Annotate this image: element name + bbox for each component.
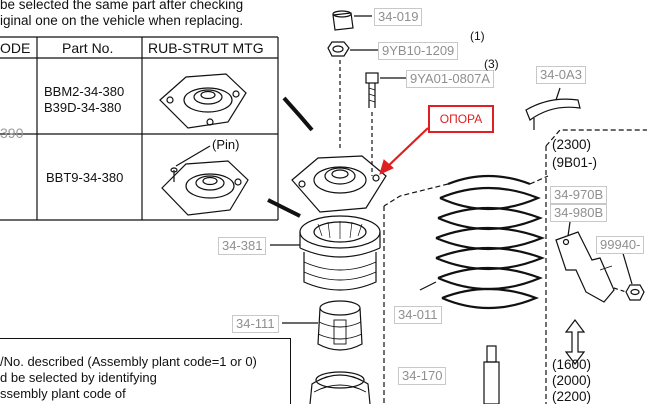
- nut-guide: [613, 287, 627, 293]
- part-bolt: [365, 72, 379, 108]
- label-34-381: 34-381: [218, 237, 267, 255]
- label-34-0a3: 34-0A3: [536, 66, 586, 84]
- strut-mount-drawing-1: [159, 73, 247, 129]
- label-9yb10-1209: 9YB10-1209: [378, 42, 459, 60]
- part-34-111-bump-stop: [317, 300, 363, 351]
- leader-34-011: [419, 281, 437, 291]
- bottom-note-line-2: d be selected by identifying: [0, 370, 157, 385]
- strut-mount-drawing-2: [161, 145, 249, 216]
- table-header-code: ODE: [0, 40, 31, 56]
- variant-engine-code: (2300): [552, 137, 592, 152]
- length-arrow: [564, 319, 586, 365]
- size-list-item-2: (2000): [552, 373, 592, 388]
- table-row-1-part-2: B39D-34-380: [44, 100, 122, 115]
- qty-3: (3): [484, 57, 499, 71]
- part-shock-rod: [483, 345, 500, 404]
- table-header-rub-strut: RUB-STRUT MTG: [148, 40, 264, 56]
- label-9ya01-0807a: 9YA01-0807A: [406, 70, 494, 88]
- part-strut-mount-main: [291, 155, 387, 213]
- top-note-line-1: be selected the same part after checking: [0, 0, 244, 12]
- label-34-170: 34-170: [398, 367, 447, 385]
- leader-34-0a3: [555, 87, 561, 101]
- label-99940: 99940-: [596, 236, 645, 254]
- label-34-970b: 34-970B: [550, 186, 608, 204]
- pointer-line-upper: [282, 96, 314, 132]
- part-34-970b-bracket: [555, 231, 615, 303]
- bottom-note-box: /No. described (Assembly plant code=1 or…: [0, 338, 291, 404]
- spring-dash-left-top: [383, 183, 449, 207]
- pin-callout: (Pin): [212, 137, 240, 152]
- top-note-line-2: iginal one on the vehicle when replacing…: [0, 13, 244, 28]
- qty-1: (1): [470, 29, 485, 43]
- label-34-019: 34-019: [374, 8, 423, 26]
- table-header-part-no: Part No.: [62, 40, 114, 56]
- bottom-note-line-3: ssembly plant code of: [0, 386, 126, 401]
- part-nut: [327, 41, 350, 57]
- bottom-note-line-1: /No. described (Assembly plant code=1 or…: [0, 354, 257, 369]
- label-34-111: 34-111: [232, 315, 279, 333]
- label-34-980b: 34-980B: [550, 204, 608, 222]
- table-row-2-part-1: BBT9-34-380: [46, 170, 124, 185]
- spring-dash-right: [529, 175, 549, 185]
- table-row-1-code: 390: [0, 125, 24, 141]
- part-34-381-bearing: [299, 215, 381, 291]
- size-list-item-1: (1600): [552, 357, 592, 372]
- part-dust-boot: [309, 371, 371, 404]
- table-row-1-part-1: BBM2-34-380: [44, 84, 125, 99]
- part-34-019-cap: [332, 10, 354, 31]
- size-list-item-3: (2200): [552, 389, 592, 404]
- pointer-line-lower: [267, 198, 301, 218]
- part-34-0a3-seat: [525, 98, 581, 130]
- callout-arrow-red: [379, 127, 429, 175]
- part-nut-99940: [625, 284, 645, 301]
- opora-callout-box: ОПОРА: [428, 105, 494, 133]
- label-34-011: 34-011: [394, 306, 442, 324]
- variant-model-code: (9B01-): [552, 155, 598, 170]
- part-34-011-coil-spring: [435, 174, 546, 310]
- leader-99940: [621, 249, 633, 285]
